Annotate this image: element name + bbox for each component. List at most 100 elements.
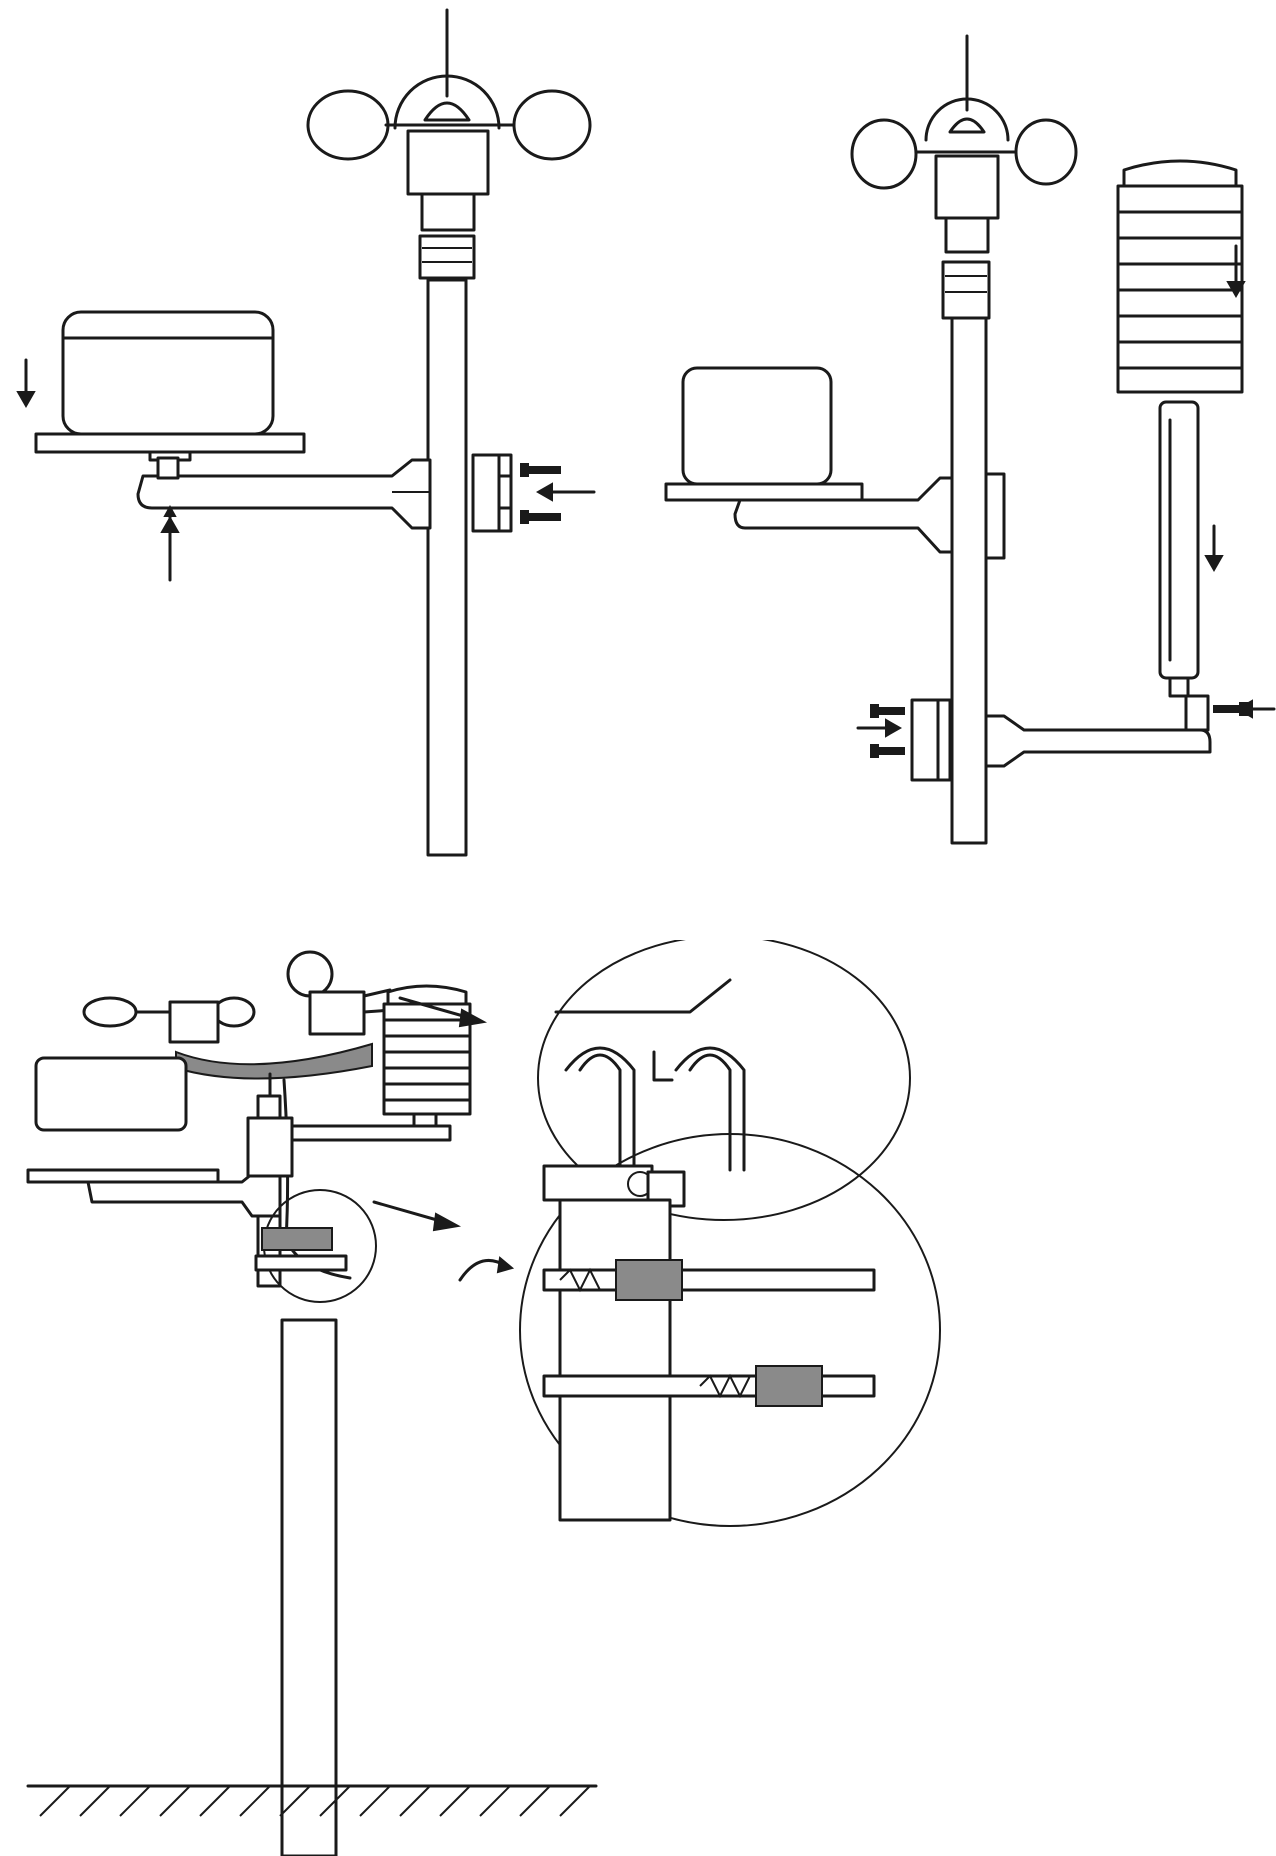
cup-right [212,996,256,1028]
screw-icon [520,463,561,477]
arrow-up-icon [163,504,177,522]
mast-pole [426,278,468,857]
rain-gauge-base [664,482,864,502]
detail-magnifier-top [537,940,911,1221]
shield-louver [1116,184,1244,214]
crossbar [175,1042,373,1080]
clamp-nut-upper [615,1259,683,1301]
sensor-housing [406,129,490,196]
shield-louver [1116,236,1244,266]
pole-bracket [471,453,513,533]
cup-left [82,996,138,1028]
radiation-shield [1116,159,1244,394]
detail-circle [537,940,911,1221]
bracket-plate [910,698,940,782]
mounting-arm [136,456,432,530]
lower-arm [910,694,1212,782]
rain-gauge-mounted [664,366,1006,560]
clamp-ridges [945,275,987,293]
ground [26,1784,598,1817]
screws [520,463,561,524]
sensor-dome [423,101,471,122]
screw-icon [870,704,905,718]
arrow-left-icon [535,482,596,502]
pole-clamp-assembly [246,1116,377,1303]
shield-louver [1116,288,1244,318]
figure-rain-gauge-mounting [16,8,596,857]
thermo-probe [1158,400,1200,698]
rain-gauge-body [34,1056,188,1132]
shield-louver [382,1066,472,1086]
clamp-nut-lower [755,1365,823,1407]
pole [950,316,988,845]
sensor-collar [420,192,476,232]
shield-louver [382,1082,472,1102]
clamp-block [246,1116,294,1178]
sensor-collar [944,216,990,254]
figure-thermo-sensor-mounting [664,34,1276,845]
clamp-band-lower [542,1374,876,1398]
arrow-down-icon [1204,524,1224,573]
shield-louver [382,1050,472,1070]
shield-louver [382,1098,472,1116]
pole-clamp-top [941,260,991,320]
shield-louver [1116,262,1244,292]
probe-body [1158,400,1200,680]
lower-pole [280,1318,338,1856]
arrow-left-icon [1235,699,1276,719]
pole-clamp-top [418,234,476,280]
arrows [16,358,596,582]
screw-icon [870,744,905,758]
detail-magnifier-bottom [458,1133,941,1527]
arm-socket [1184,694,1210,732]
shield-stem [412,1112,438,1128]
arm-bar [733,476,954,554]
anemometer-assembly [850,34,1078,320]
rain-gauge [34,310,306,462]
wind-vane-arc [924,97,1010,142]
spring-icon [559,1267,601,1293]
rain-gauge-mounted [26,1056,282,1218]
shield-louver [1116,210,1244,240]
arrow-up-icon [160,515,180,582]
detail-circle [519,1133,941,1527]
bracket-plate [471,453,501,533]
probe-tip [1168,676,1190,698]
cup-left [306,89,390,161]
clamp-screw [261,1227,333,1251]
radiation-shield [278,984,472,1142]
anemometer-assembly [306,8,592,280]
detail-pole [558,1198,672,1522]
shield-cap [1122,159,1238,188]
spring-icon [699,1373,751,1399]
shield-louver [1116,340,1244,370]
arm-bar [984,714,1212,768]
shield-louver [1116,366,1244,394]
figure-assembled-station [26,940,941,1856]
shield-cap [386,984,468,1006]
arrow-right-icon [856,718,903,738]
lower-arm [278,1124,452,1142]
clamp-ridges [422,247,472,263]
screw-icon [520,510,561,524]
arrows [856,244,1276,738]
clamp-band-upper [542,1268,876,1292]
arrow-right-icon [372,1200,462,1232]
callout-arrows [372,996,488,1232]
sensor-dome [948,117,986,134]
arm-peg [156,456,180,480]
arm-bar [86,1172,282,1218]
cup-left [850,118,918,190]
rain-gauge-body [61,310,275,436]
cup-right [512,89,592,161]
wind-vane-housing [308,990,366,1036]
arrow-right-icon [398,996,488,1028]
wind-vane-arc [393,74,501,130]
shield-louver [1116,314,1244,344]
arm-bar [136,458,432,530]
anemometer-housing [168,1000,220,1044]
clamp-band [254,1254,348,1272]
mast-pole [950,316,988,845]
ground-hatch [39,1785,591,1817]
